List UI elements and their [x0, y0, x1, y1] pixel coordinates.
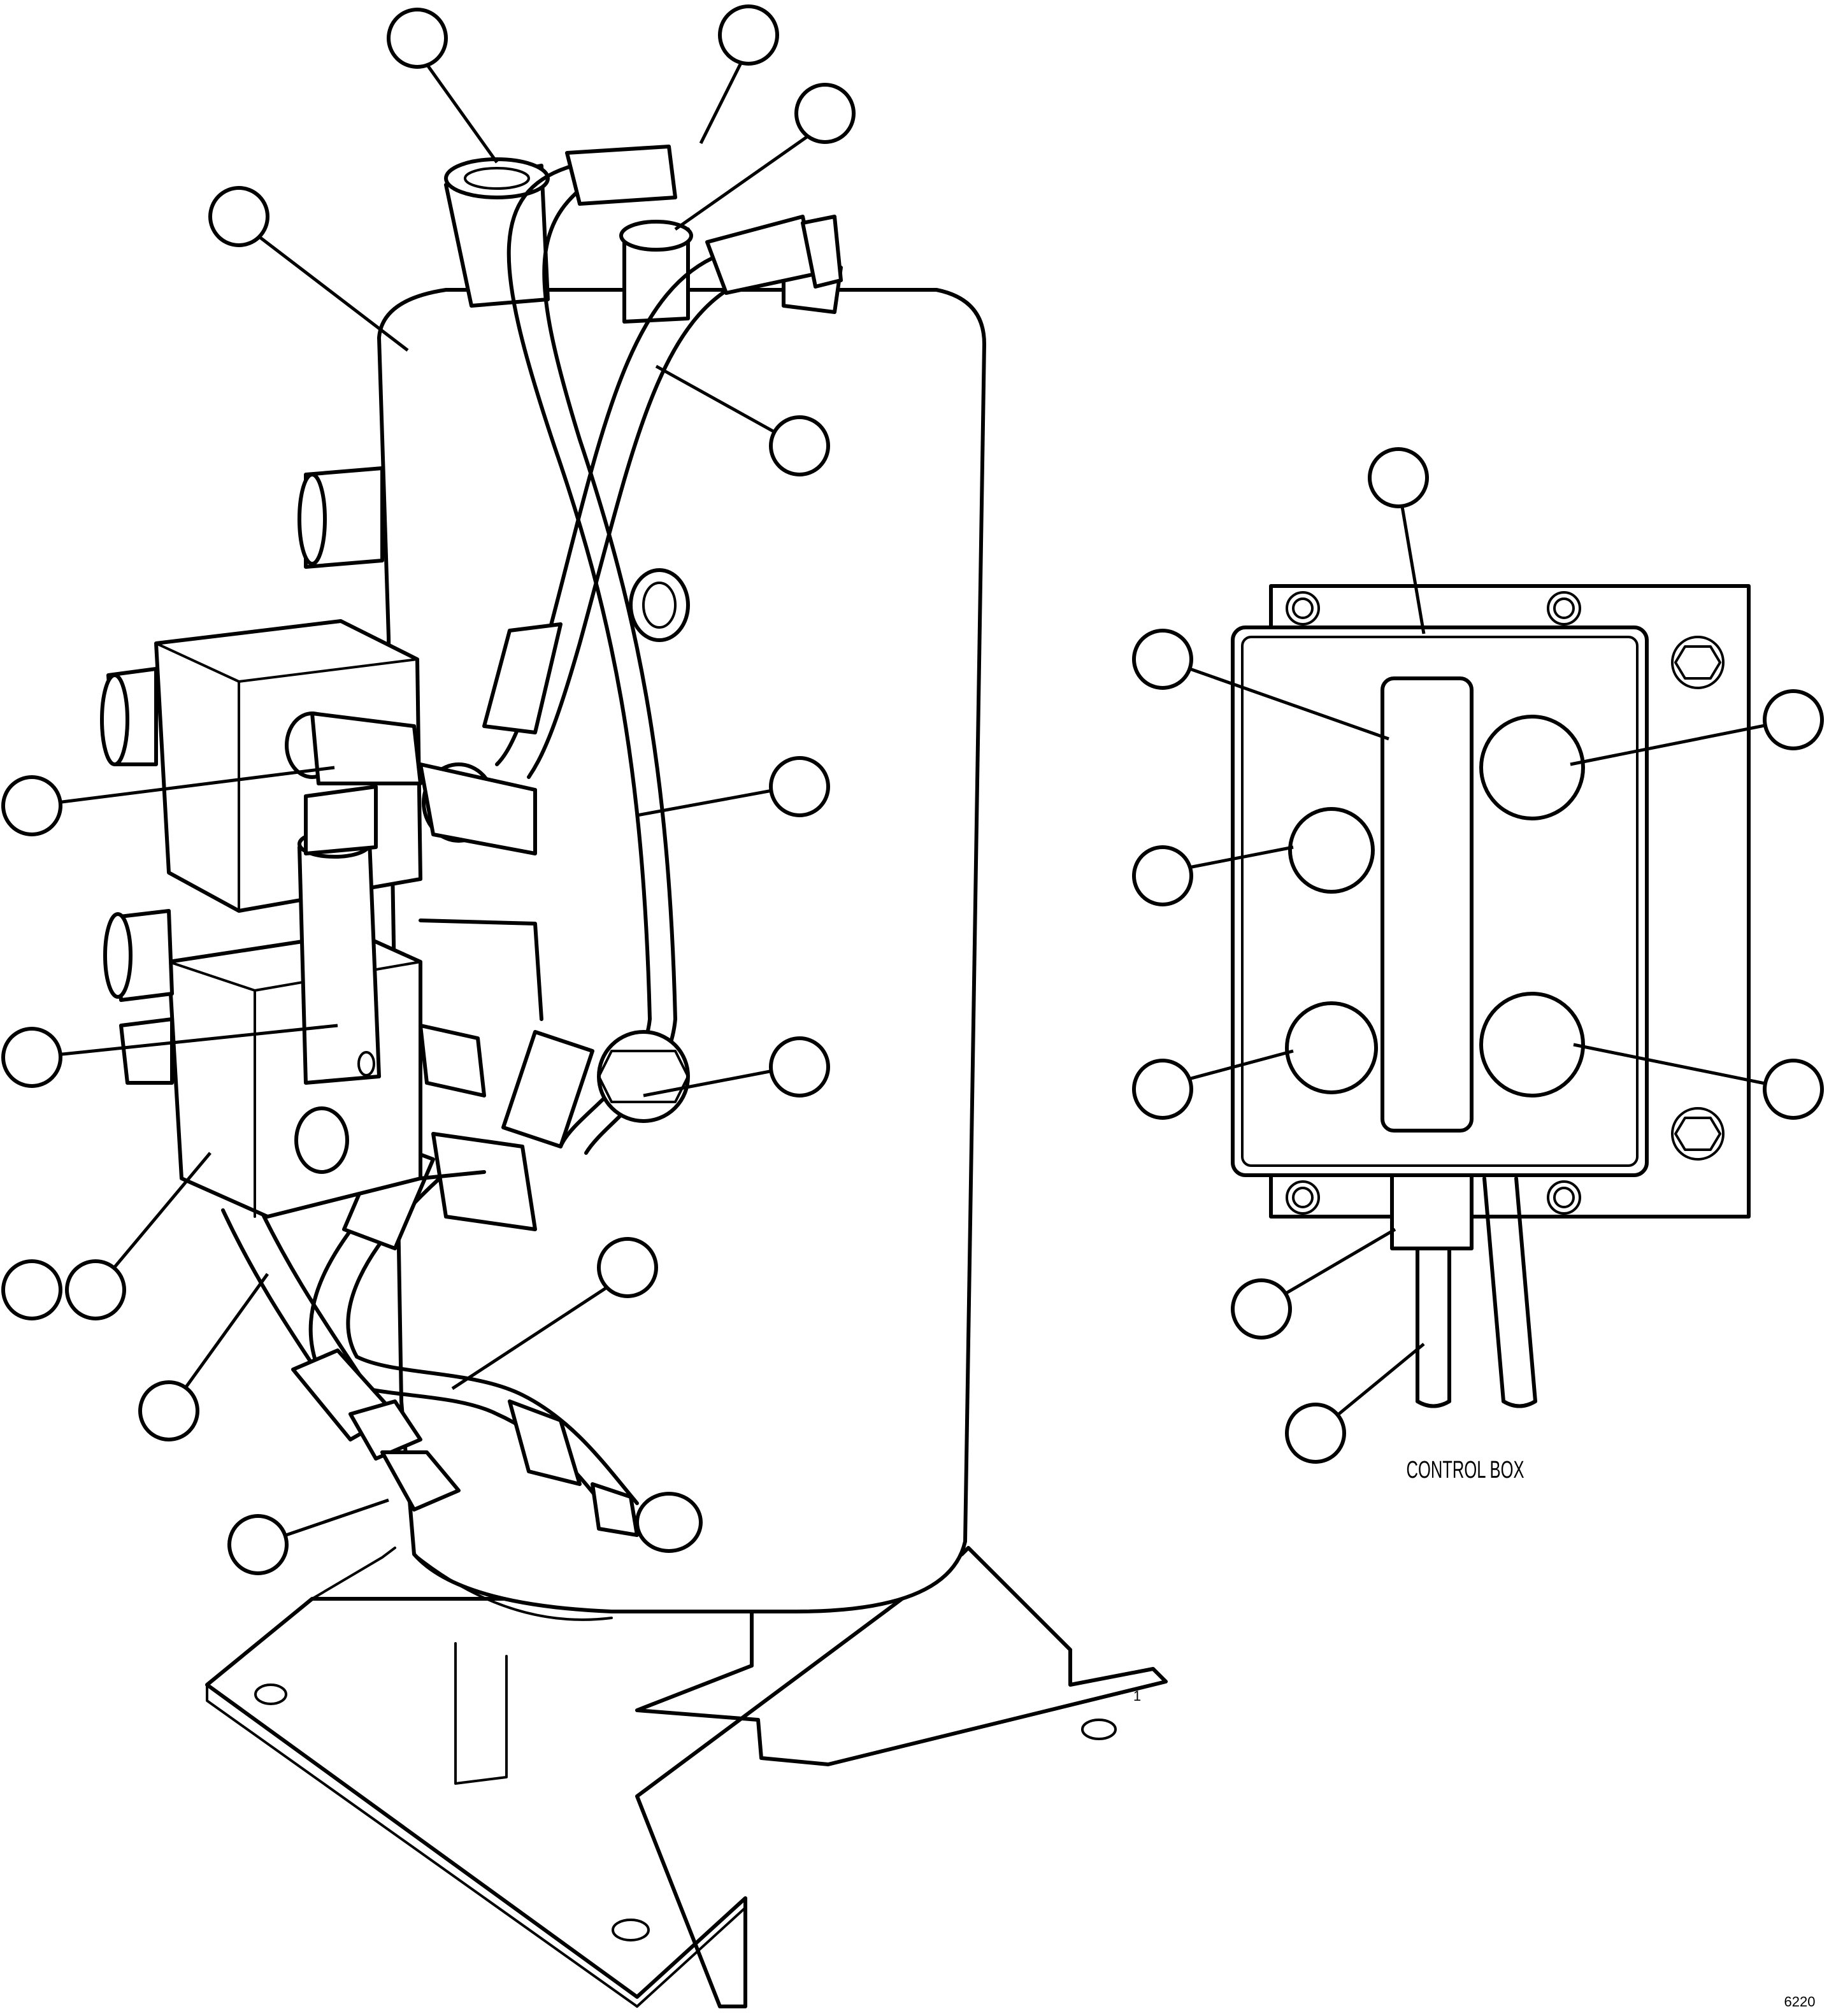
callout-balloon — [1, 766, 335, 836]
control-box — [1231, 584, 1751, 1408]
callout-balloon — [1, 1024, 338, 1088]
callout-balloon — [208, 186, 409, 352]
sheet-mark: 1 — [1133, 1688, 1141, 1704]
control-box-screw — [1286, 591, 1320, 626]
callout-balloon — [387, 8, 499, 164]
callout-balloon — [451, 1237, 658, 1390]
control-box-screw — [1547, 1180, 1581, 1215]
control-box-screw — [1547, 591, 1581, 626]
control-box-bolt — [1671, 1107, 1725, 1161]
figure-code: 6220 — [1784, 1994, 1816, 2010]
control-box-window — [1381, 676, 1474, 1133]
callout-balloon — [1573, 1043, 1824, 1120]
callout-balloon — [1285, 1343, 1425, 1464]
callout-balloon — [643, 1036, 830, 1097]
mount-hole — [612, 1919, 650, 1941]
callout-balloon — [138, 1273, 269, 1441]
control-box-knockout — [1479, 992, 1585, 1097]
mount-hole — [1081, 1719, 1117, 1740]
control-box-knockout — [1285, 1001, 1378, 1094]
callout-balloon — [674, 83, 856, 231]
callout-balloon — [65, 1152, 212, 1320]
callout-balloon — [1570, 689, 1824, 766]
cable-gland — [1390, 1173, 1474, 1250]
control-box-knockout — [1479, 715, 1585, 820]
side-ports — [298, 466, 690, 1123]
callout-balloon — [1132, 629, 1389, 741]
compressor-shell — [377, 288, 986, 1621]
control-box-label: CONTROL BOX — [1407, 1457, 1524, 1483]
callout-balloon — [1231, 1227, 1396, 1340]
callout-balloon — [699, 4, 779, 145]
callout-balloon — [1368, 447, 1429, 634]
control-box-knockout — [1288, 807, 1375, 894]
callouts — [1, 4, 1824, 1575]
callout-balloon — [1132, 1049, 1294, 1120]
control-box-bolt — [1671, 636, 1725, 689]
control-box-screw — [1286, 1180, 1320, 1215]
callout-balloon — [1132, 845, 1294, 906]
callout-balloon — [636, 756, 830, 817]
callout-balloon — [227, 1498, 389, 1575]
callout-balloon — [1, 1259, 62, 1320]
top-fittings — [444, 157, 843, 324]
mount-hole — [254, 1684, 287, 1705]
callout-balloon — [655, 364, 830, 476]
valve-blocks — [100, 619, 543, 1231]
